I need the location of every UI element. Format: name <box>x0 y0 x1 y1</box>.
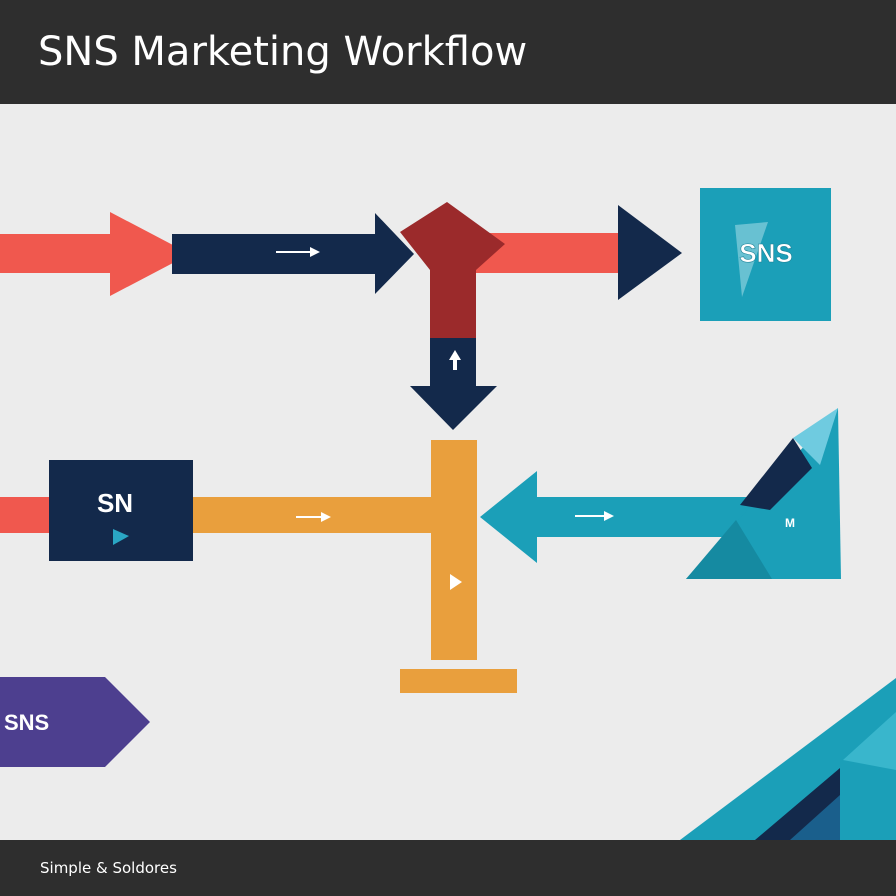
orange-base-bar <box>400 669 517 693</box>
purple-sns-pentagon <box>0 677 150 767</box>
navy-sn-box <box>49 460 193 561</box>
footer-bar: Simple & Soldores <box>0 840 896 896</box>
logo-tile-accent-shape <box>735 222 768 297</box>
sns-logo-tile <box>700 188 831 321</box>
crimson-junction <box>400 202 505 340</box>
triangle-label: M <box>785 516 795 530</box>
pentagon-label: SNS <box>4 710 49 735</box>
navy-arrow-down <box>410 338 497 430</box>
navy-arrow-top <box>172 213 414 294</box>
navy-arrowhead-top-right <box>618 205 682 300</box>
deep-teal-corner-facet <box>790 795 840 840</box>
light-corner-facet <box>843 712 896 770</box>
sn-box-label: SN <box>97 488 133 518</box>
play-icon <box>450 574 462 590</box>
coral-arrow-top-left <box>0 212 190 296</box>
teal-corner-shape <box>680 678 896 840</box>
coral-bar-mid-left <box>0 497 54 533</box>
page-title: SNS Marketing Workflow <box>38 29 528 75</box>
triangle-light-facet <box>793 408 838 465</box>
triangle-shadow-facet <box>686 520 772 579</box>
sns-logo-label: SNS <box>739 238 792 268</box>
up-arrow-icon <box>449 350 461 370</box>
triangle-navy-facet <box>740 438 812 510</box>
header-bar: SNS Marketing Workflow <box>0 0 896 104</box>
orange-bar-vertical <box>431 440 477 660</box>
play-icon <box>113 529 129 545</box>
orange-bar-horizontal <box>193 497 443 533</box>
right-arrow-icon <box>296 512 331 522</box>
footer-text: Simple & Soldores <box>40 859 177 877</box>
right-arrow-icon <box>276 247 320 257</box>
right-arrow-icon <box>575 511 614 521</box>
teal-arrow-left <box>480 471 760 563</box>
